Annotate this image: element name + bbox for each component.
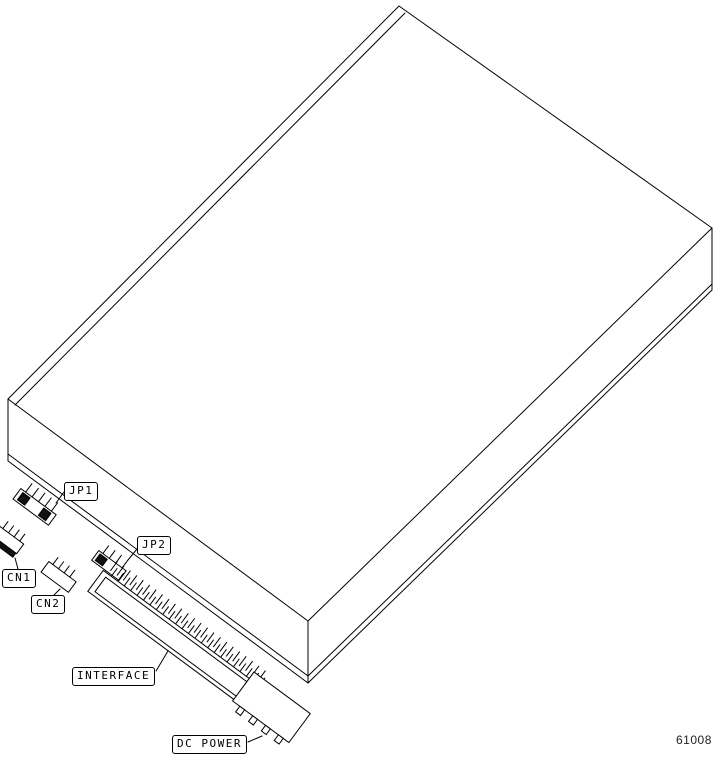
dc-power-pin-2 [247,715,259,726]
leader-line-interface [155,650,169,672]
connector-interface [87,560,270,715]
bottom-left-edge [7,460,309,684]
cn2-pins [52,557,76,578]
leader-line-cn1 [14,557,19,570]
cn1-base-strip [0,535,17,558]
dc-power-body [231,671,311,744]
connector-jp2 [90,545,129,582]
leader-line-jp1 [55,491,65,504]
interface-pin-row-b [110,568,266,687]
leader-line-jp2 [127,548,138,561]
cn2-body [40,560,77,593]
figure-number: 61008 [676,733,712,747]
connector-dc-power [231,671,311,745]
jp2-jumper-cap [94,553,108,567]
callout-interface: INTERFACE [72,667,156,687]
lid-seam-line [14,12,406,406]
callout-cn1: CN1 [2,569,37,589]
bottom-right-edge [307,289,713,684]
top-face-outline [7,5,713,622]
drive-chassis-edges [7,5,713,684]
leader-line-dc-power [247,735,263,743]
callout-jp2: JP2 [137,536,172,556]
callout-cn2: CN2 [31,595,66,615]
jp2-pins [102,545,129,569]
pcb-seam-right-face [307,283,713,677]
jp1-jumper-cap-left [16,491,31,506]
jp1-jumper-cap-right [37,507,52,522]
jp1-pins [25,483,59,512]
connector-jp1 [12,483,59,526]
connector-cn2 [40,557,77,593]
pcb-seam-left-face [7,453,309,677]
connector-cn1 [0,521,26,558]
dc-power-pin-4 [273,734,284,745]
leader-lines [14,491,263,743]
dc-power-pin-3 [260,724,272,736]
callout-jp1: JP1 [64,482,99,502]
callout-dc-power: DC POWER [172,735,247,755]
interface-pin-row-a [110,560,266,681]
leader-line-cn2 [53,588,61,596]
dc-power-pin-1 [234,705,246,717]
cn1-pins [2,521,26,542]
